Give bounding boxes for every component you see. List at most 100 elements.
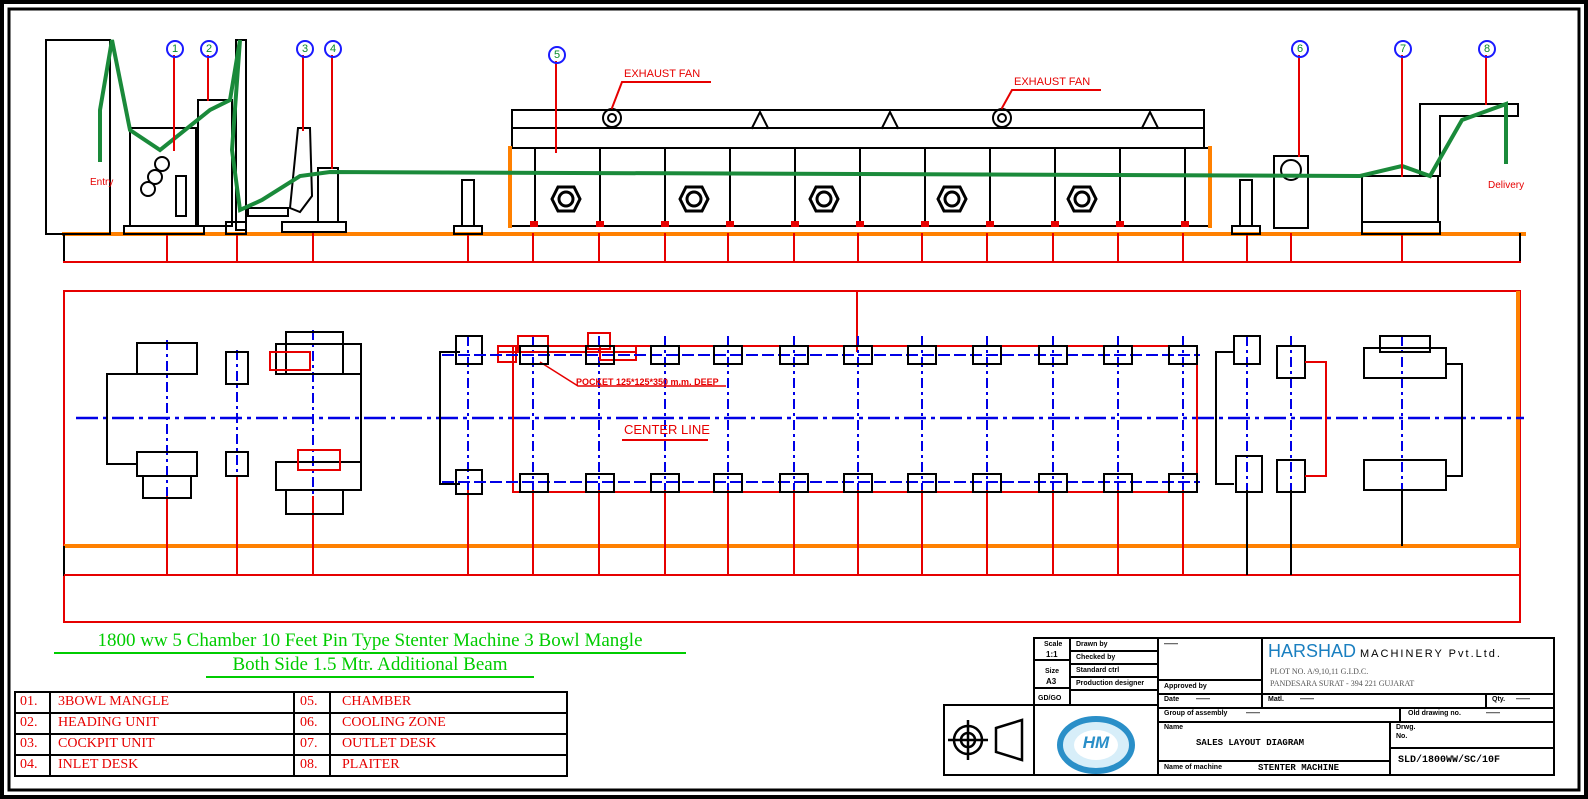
- chamber-burners: [550, 185, 1098, 213]
- tb-drwg-label: Drwg.: [1396, 724, 1416, 731]
- tb-drawn-by-value: ——: [1164, 641, 1178, 648]
- tb-qty-label: Qty.: [1492, 696, 1506, 703]
- parts-no-6: 06.: [300, 715, 318, 730]
- tb-approved-by: Approved by: [1164, 683, 1207, 690]
- plan-black-verticals: [1246, 490, 1403, 575]
- tb-mat-label: Matl.: [1268, 696, 1284, 703]
- parts-no-7: 07.: [300, 736, 318, 751]
- tb-gd-label: GD/GO: [1038, 695, 1062, 702]
- parts-name-2: HEADING UNIT: [58, 715, 159, 730]
- chamber-pads-bottom: [519, 473, 1198, 493]
- balloon-6: 6: [1291, 40, 1309, 58]
- balloon-2: 2: [200, 40, 218, 58]
- drawing-title-line2: Both Side 1.5 Mtr. Additional Beam: [206, 654, 534, 678]
- balloon-leaders: [173, 55, 1487, 177]
- balloon-1: 1: [166, 40, 184, 58]
- balloon-7: 7: [1394, 40, 1412, 58]
- chamber-pads-top: [519, 345, 1198, 365]
- parts-name-3: COCKPIT UNIT: [58, 736, 155, 751]
- outlet-desk: [1361, 175, 1439, 223]
- entry-label: Entry: [90, 177, 114, 188]
- tb-name-value: SALES LAYOUT DIAGRAM: [1196, 738, 1305, 748]
- tb-date-value: ——: [1196, 696, 1210, 703]
- parts-no-5: 05.: [300, 694, 318, 709]
- mangle-bowl-top: [154, 156, 170, 172]
- mangle-bowl-mid: [147, 169, 163, 185]
- plan-view: [63, 290, 1524, 623]
- company-name-main: HARSHAD: [1268, 641, 1357, 661]
- plan-boundary: [63, 290, 1521, 623]
- plan-axis-lines: [166, 330, 1403, 496]
- delivery-label: Delivery: [1488, 180, 1525, 191]
- exhaust-fans: [602, 108, 1012, 128]
- heading-unit: [197, 99, 233, 227]
- center-line-label: CENTER LINE: [624, 422, 710, 437]
- tb-drwg-no-label: No.: [1396, 733, 1408, 740]
- projection-symbol: [948, 718, 1024, 762]
- parts-name-5: CHAMBER: [342, 694, 412, 709]
- plan-dimension-lines: [166, 475, 1184, 575]
- tb-machine-label: Name of machine: [1164, 764, 1222, 771]
- parts-no-2: 02.: [20, 715, 38, 730]
- plaiter-plan: [1363, 335, 1463, 491]
- entry-frame: [45, 39, 111, 235]
- pocket-label: POCKET 125*125*350 m.m. DEEP: [576, 377, 719, 387]
- parts-no-1: 01.: [20, 694, 38, 709]
- tb-production-designer: Production designer: [1076, 680, 1145, 687]
- elevation-view: [45, 39, 1526, 263]
- tb-group-assembly: Group of assembly: [1164, 710, 1228, 717]
- company-address-2: PANDESARA SURAT - 394 221 GUJARAT: [1270, 679, 1415, 688]
- chamber-dividers: [534, 147, 1186, 227]
- tb-scale-label: Scale: [1044, 641, 1063, 648]
- parts-name-4: INLET DESK: [58, 757, 139, 772]
- company-logo-text: HM: [1082, 733, 1110, 752]
- drawing-title-line1: 1800 ww 5 Chamber 10 Feet Pin Type Stent…: [54, 630, 686, 654]
- mangle-plan: [106, 342, 249, 499]
- tb-old-drawing: Old drawing no.: [1408, 710, 1461, 717]
- title-block-grid: [943, 637, 1555, 776]
- cockpit-plan: [275, 331, 362, 515]
- balloon-3: 3: [296, 40, 314, 58]
- tb-drwg-no: SLD/1800WW/SC/10F: [1398, 755, 1501, 766]
- cooling-plan: [1215, 335, 1306, 493]
- parts-name-6: COOLING ZONE: [342, 715, 446, 730]
- tb-group-assembly-value: ——: [1246, 710, 1260, 717]
- fabric-path: [98, 39, 1508, 213]
- balloon-8: 8: [1478, 40, 1496, 58]
- pocket-marker-1: [517, 335, 549, 353]
- company-name-rest: MACHINERY Pvt.Ltd.: [1360, 648, 1502, 660]
- balloon-4: 4: [324, 40, 342, 58]
- parts-no-4: 04.: [20, 757, 38, 772]
- chamber-feet: [530, 221, 1189, 227]
- tb-size-label: Size: [1045, 668, 1060, 675]
- balloon-5: 5: [548, 46, 566, 64]
- parts-name-1: 3BOWL MANGLE: [58, 694, 170, 709]
- tb-qty-value: ——: [1516, 696, 1530, 703]
- company-address-1: PLOT NO. A/9,10,11 G.I.D.C.: [1270, 667, 1369, 676]
- mangle-bowl-bottom: [140, 181, 156, 197]
- tb-standard-ctrl: Standard ctrl: [1076, 667, 1120, 674]
- company-logo: [1057, 716, 1135, 774]
- parts-name-7: OUTLET DESK: [342, 736, 437, 751]
- exhaust-fan-label-1: EXHAUST FAN: [624, 68, 701, 80]
- roof-vents: [750, 109, 1160, 130]
- tb-mat-value: ——: [1300, 696, 1314, 703]
- cockpit-unit: [288, 127, 314, 214]
- tb-size-value: A3: [1046, 677, 1057, 686]
- plaiter: [1419, 103, 1519, 177]
- inlet-desk: [317, 167, 339, 223]
- exhaust-fan-label-2: EXHAUST FAN: [1014, 76, 1091, 88]
- company-name: HARSHAD MACHINERY Pvt.Ltd.: [1268, 641, 1502, 662]
- inner-frame: [7, 7, 1581, 792]
- tb-checked-by: Checked by: [1076, 654, 1116, 661]
- parts-name-8: PLAITER: [342, 757, 400, 772]
- cooling-zone: [1273, 155, 1309, 229]
- parts-no-3: 03.: [20, 736, 38, 751]
- tb-drawn-by: Drawn by: [1076, 641, 1108, 648]
- tb-name-label: Name: [1164, 724, 1184, 731]
- tb-machine-value: STENTER MACHINE: [1258, 763, 1340, 773]
- parts-no-8: 08.: [300, 757, 318, 772]
- tb-scale-value: 1:1: [1046, 650, 1058, 659]
